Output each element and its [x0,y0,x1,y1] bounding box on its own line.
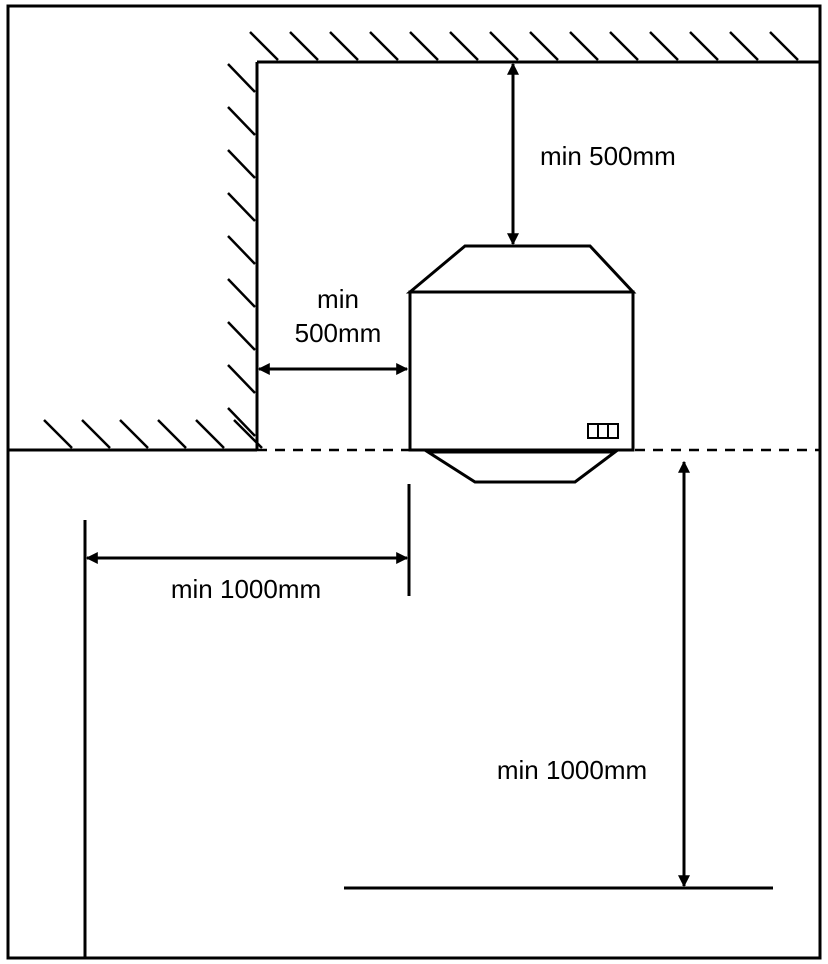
hatch-mark [449,31,479,61]
heater-top-cap [405,244,637,294]
hatch-mark [489,31,519,61]
hatch-mark [81,419,111,449]
hatch-mark [227,364,256,394]
wall-hatching [227,63,256,437]
hatch-mark [329,31,359,61]
hatch-mark [609,31,639,61]
hatch-mark [119,419,149,449]
front-left-clearance-label: min 1000mm [171,574,321,604]
heater-unit [405,244,637,484]
hatch-mark [769,31,799,61]
hatch-mark [369,31,399,61]
ceiling-hatching [249,31,799,61]
hatch-mark [289,31,319,61]
hatch-mark [227,321,256,351]
hatch-mark [569,31,599,61]
hatch-mark [227,149,256,179]
hatch-mark [529,31,559,61]
hatch-mark [689,31,719,61]
ledge-hatching [43,419,263,449]
heater-bottom-cap [422,450,620,484]
hatch-mark [233,419,263,449]
front-down-clearance-label: min 1000mm [497,755,647,785]
hatch-mark [227,106,256,136]
hatch-mark [649,31,679,61]
hatch-mark [409,31,439,61]
hatch-mark [43,419,73,449]
hatch-mark [729,31,759,61]
hatch-mark [227,278,256,308]
hatch-mark [157,419,187,449]
top-clearance-label: min 500mm [540,141,676,171]
hatch-mark [227,407,256,437]
side-clearance-label-line2: 500mm [295,318,382,348]
hatch-mark [195,419,225,449]
hatch-mark [249,31,279,61]
control-panel-icon [587,423,619,439]
hatch-mark [227,63,256,93]
outer-frame [6,4,822,960]
hatch-mark [227,235,256,265]
hatch-mark [227,192,256,222]
side-clearance-label-line1: min [317,284,359,314]
